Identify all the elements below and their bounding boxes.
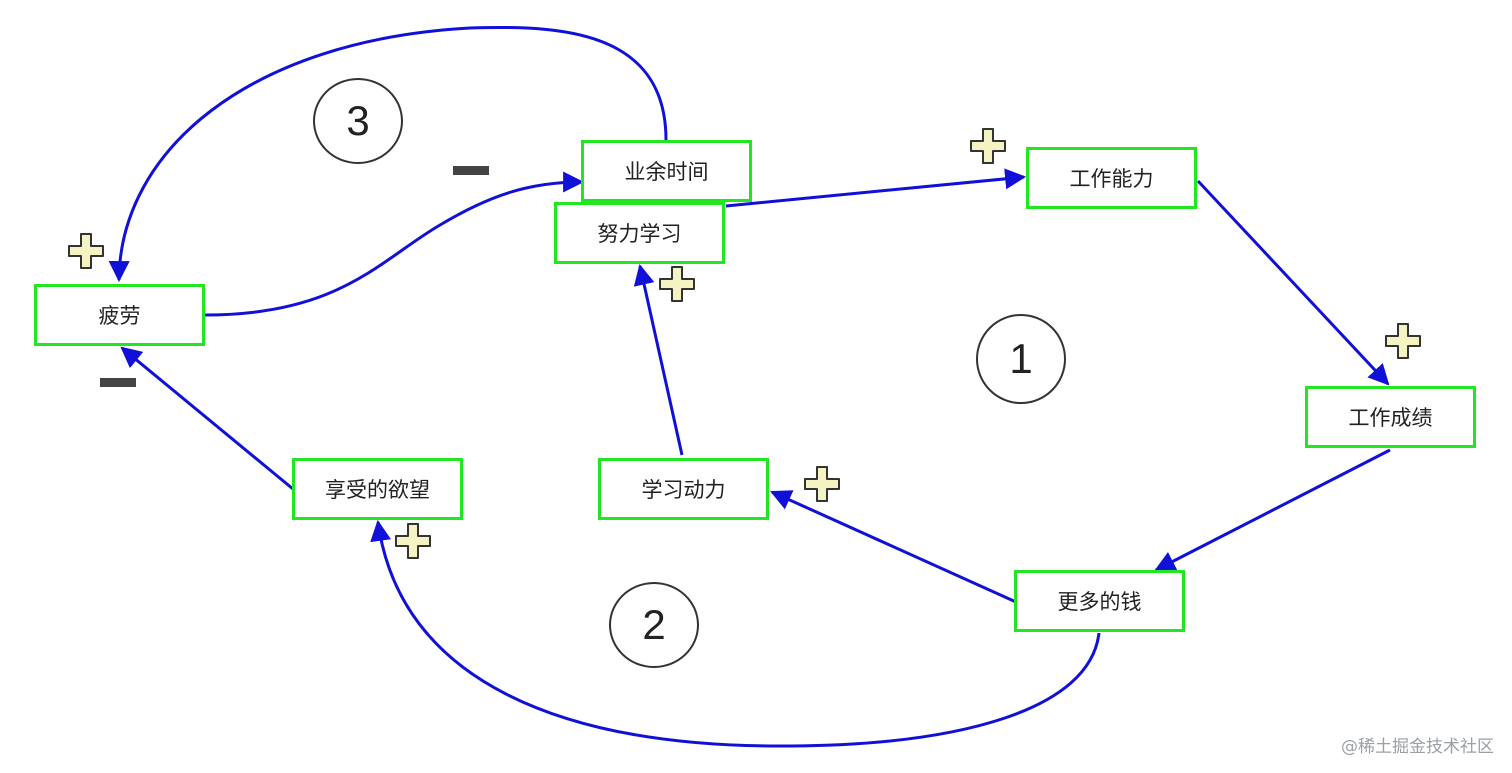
edge-motivation-to-study xyxy=(633,263,684,456)
minus-sign xyxy=(453,166,489,175)
node-work-results: 工作成绩 xyxy=(1305,386,1476,448)
loop-label-1: 1 xyxy=(976,314,1066,404)
node-more-money: 更多的钱 xyxy=(1014,570,1185,632)
edge-ability-to-results xyxy=(1196,179,1390,386)
plus-sign xyxy=(804,466,840,502)
plus-sign xyxy=(1385,323,1421,359)
node-study-motivation: 学习动力 xyxy=(598,458,769,520)
plus-sign xyxy=(395,523,431,559)
polarity-signs xyxy=(68,128,1421,559)
edge-fatigue-to-sparetime xyxy=(204,171,585,317)
edge-results-to-money xyxy=(1154,448,1391,572)
watermark: @稀土掘金技术社区 xyxy=(1341,737,1494,757)
plus-sign xyxy=(659,266,695,302)
edge-study-to-ability xyxy=(725,168,1027,208)
node-fatigue: 疲劳 xyxy=(34,284,205,346)
loop-label-3: 3 xyxy=(313,78,403,164)
edge-money-to-desire xyxy=(370,519,1101,748)
edge-sparetime-to-fatigue xyxy=(108,25,668,283)
node-desire-enjoy: 享受的欲望 xyxy=(292,458,463,520)
plus-sign xyxy=(68,233,104,269)
minus-sign xyxy=(100,378,136,387)
node-work-ability: 工作能力 xyxy=(1026,147,1197,209)
node-spare-time: 业余时间 xyxy=(581,140,752,202)
edge-money-to-motivation xyxy=(770,490,1017,604)
plus-sign xyxy=(970,128,1006,164)
edge-desire-to-fatigue xyxy=(120,346,294,491)
node-study-hard: 努力学习 xyxy=(554,202,725,264)
loop-label-2: 2 xyxy=(609,582,699,668)
